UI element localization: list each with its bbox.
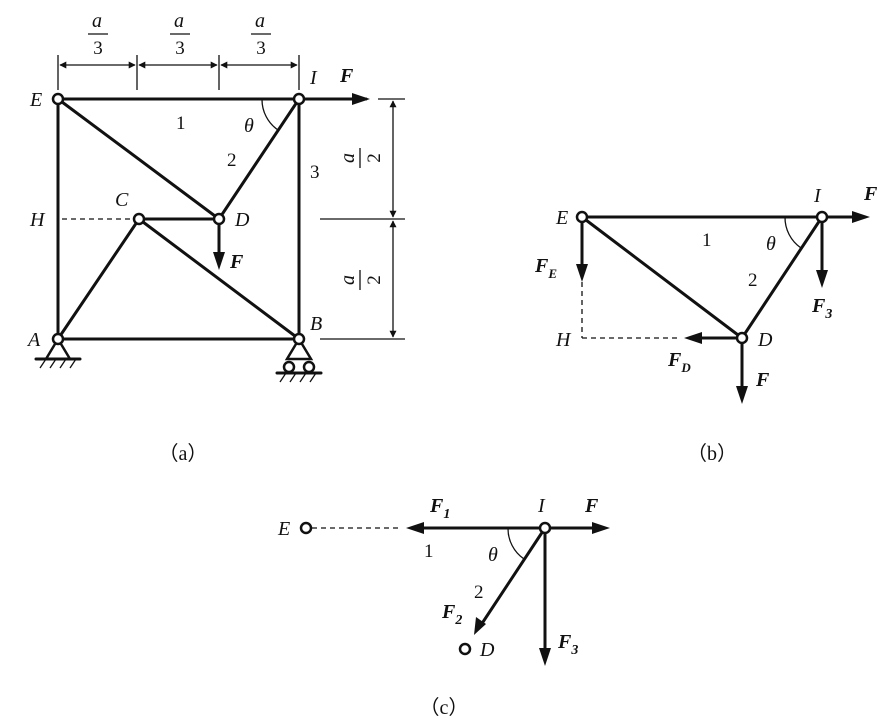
member-2-b: 2 bbox=[748, 270, 758, 291]
dimension-right: a 2 a 2 bbox=[320, 98, 405, 340]
dim-a-3-num: a bbox=[255, 10, 265, 32]
label-B-a: B bbox=[310, 313, 322, 335]
dim-a-2-num: a bbox=[174, 10, 184, 32]
figure-a: a 3 a 3 a 3 a 2 a 2 bbox=[26, 10, 405, 465]
force-F-c: F bbox=[584, 495, 599, 517]
member-1-b: 1 bbox=[702, 230, 712, 251]
angle-arc-c bbox=[507, 527, 525, 560]
label-E-b: E bbox=[555, 207, 568, 229]
angle-theta-a: θ bbox=[244, 115, 254, 137]
dim-a-half-1-num: a bbox=[337, 153, 359, 163]
dim-a-3-den: 3 bbox=[256, 38, 266, 59]
caption-b: （b） bbox=[687, 442, 737, 465]
label-D-b: D bbox=[757, 329, 773, 351]
support-pin-A bbox=[34, 336, 82, 369]
dim-a-2-den: 3 bbox=[175, 38, 185, 59]
node-E-c bbox=[299, 521, 313, 535]
force-F1-c: F1 bbox=[429, 495, 450, 522]
force-F3-b: F3 bbox=[811, 295, 832, 322]
member-2-c: 2 bbox=[474, 582, 484, 603]
angle-theta-b: θ bbox=[766, 233, 776, 255]
figure-b: θ F F3 FE FD F E I H D 1 2 （b） bbox=[534, 183, 878, 465]
force-F-b: F bbox=[863, 183, 878, 205]
label-E-a: E bbox=[29, 89, 42, 111]
caption-a: （a） bbox=[159, 442, 208, 465]
node-D-a bbox=[212, 212, 226, 226]
label-I-b: I bbox=[813, 185, 822, 207]
node-E-a bbox=[51, 92, 65, 106]
label-A-a: A bbox=[26, 329, 41, 351]
force-F-D-b: F bbox=[755, 369, 770, 391]
node-B-a bbox=[292, 332, 306, 346]
member-2-a: 2 bbox=[227, 150, 237, 171]
member-1-a: 1 bbox=[176, 113, 186, 134]
member-1-c: 1 bbox=[424, 541, 434, 562]
node-D-b bbox=[735, 331, 749, 345]
node-I-b bbox=[815, 210, 829, 224]
force-label-I-a: F bbox=[339, 65, 354, 87]
label-D-a: D bbox=[234, 209, 250, 231]
force-FE-b: FE bbox=[534, 255, 557, 281]
node-E-b bbox=[575, 210, 589, 224]
dim-a-half-1-den: 2 bbox=[364, 153, 385, 163]
label-C-a: C bbox=[115, 189, 129, 211]
label-H-a: H bbox=[29, 209, 46, 231]
caption-c: （c） bbox=[420, 696, 469, 719]
force-label-D-a: F bbox=[229, 251, 244, 273]
figure-c: θ E I D F1 F F2 F3 1 2 （c） bbox=[277, 495, 610, 719]
label-H-b: H bbox=[555, 329, 572, 351]
dim-a-half-2-num: a bbox=[337, 275, 359, 285]
dim-a-half-2-den: 2 bbox=[364, 275, 385, 285]
label-I-a: I bbox=[309, 67, 318, 89]
dim-a-1-den: 3 bbox=[93, 38, 103, 59]
label-I-c: I bbox=[537, 495, 546, 517]
angle-theta-c: θ bbox=[488, 544, 498, 566]
angle-arc-a bbox=[261, 98, 279, 131]
node-C-a bbox=[132, 212, 146, 226]
node-I-a bbox=[292, 92, 306, 106]
member-3-a: 3 bbox=[310, 162, 320, 183]
node-I-c bbox=[538, 521, 552, 535]
node-D-c bbox=[458, 642, 472, 656]
angle-arc-b bbox=[784, 216, 802, 249]
force-FD-b: FD bbox=[667, 349, 691, 375]
members-a bbox=[56, 97, 301, 341]
label-D-c: D bbox=[479, 639, 495, 661]
dimension-top: a 3 a 3 a 3 bbox=[57, 10, 300, 90]
support-roller-B bbox=[275, 336, 323, 383]
force-F3-c: F3 bbox=[557, 631, 578, 658]
force-F2-c: F2 bbox=[441, 601, 462, 628]
dim-a-1-num: a bbox=[92, 10, 102, 32]
node-A-a bbox=[51, 332, 65, 346]
label-E-c: E bbox=[277, 518, 290, 540]
